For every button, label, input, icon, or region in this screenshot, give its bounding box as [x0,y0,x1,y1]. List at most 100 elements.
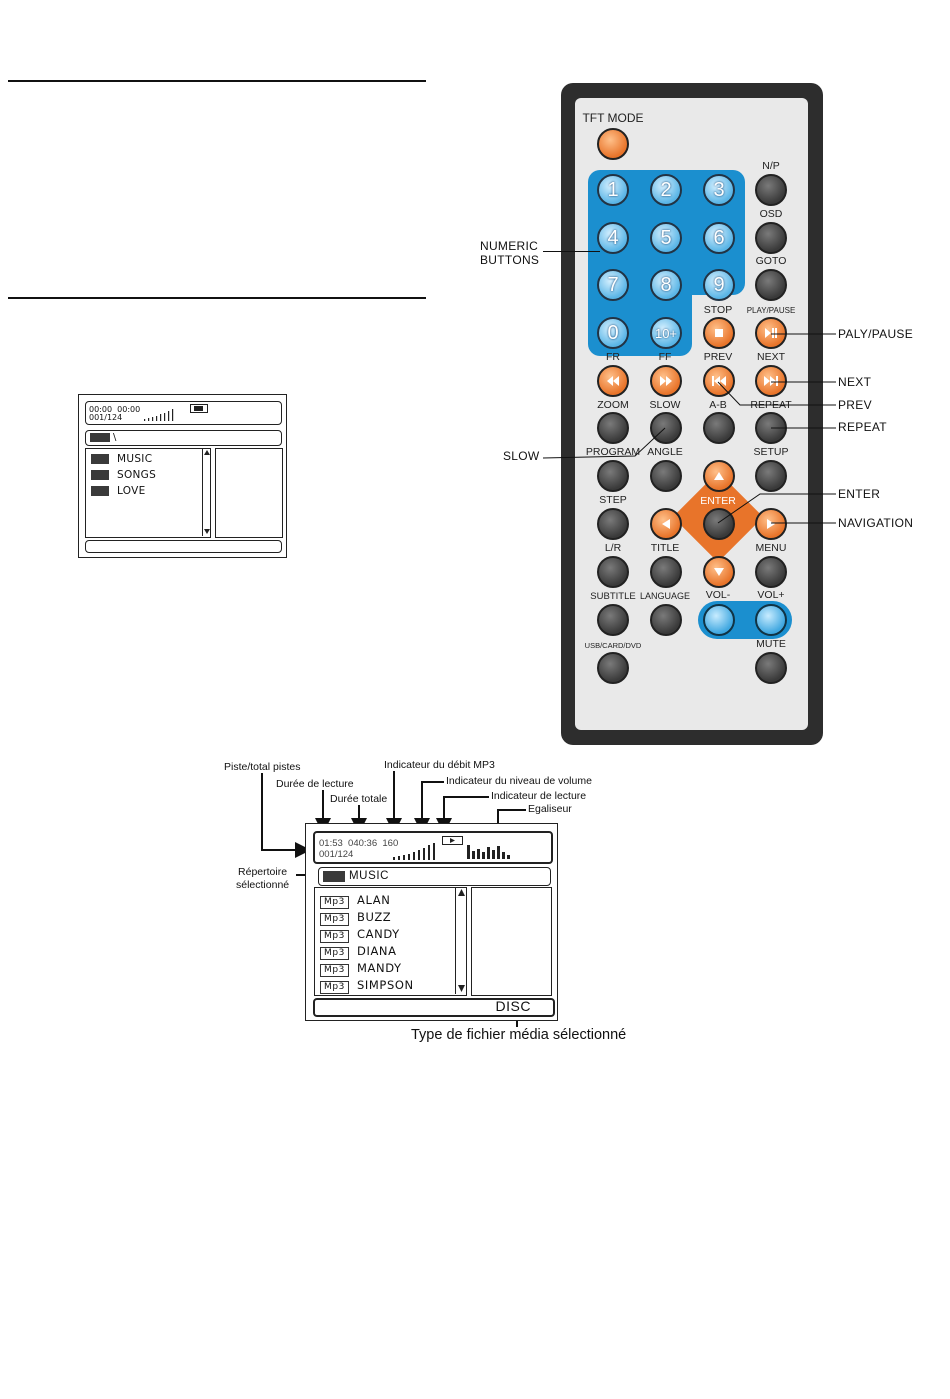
skip-back-icon [712,376,726,386]
angle-label: ANGLE [647,446,683,458]
vol-minus-button[interactable] [703,604,735,636]
folder-item[interactable]: LOVE [91,485,146,497]
ff-label: FF [658,351,672,363]
digit-1-button[interactable]: 1 [597,174,629,206]
media-type-bar [85,540,282,553]
arrow-up-icon [714,472,724,480]
file-list-panel [85,448,211,538]
battery-icon [190,404,208,413]
digit-2-button[interactable]: 2 [650,174,682,206]
angle-button[interactable] [650,460,682,492]
ab-label: A-B [709,399,727,411]
arrow-down-icon [714,568,724,576]
ff-button[interactable] [650,365,682,397]
setup-button[interactable] [755,460,787,492]
scroll-arrows-icon [204,450,210,534]
setup-label: SETUP [753,446,789,458]
slow-button[interactable] [650,412,682,444]
mute-button[interactable] [755,652,787,684]
step-button[interactable] [597,508,629,540]
annotation-piste: Piste/total pistes [224,761,301,773]
usb-card-dvd-button[interactable] [597,652,629,684]
digit-9-button[interactable]: 9 [703,269,735,301]
usb-card-dvd-label: USB/CARD/DVD [584,641,642,650]
subtitle-button[interactable] [597,604,629,636]
folder-item[interactable]: MUSIC [91,453,152,465]
digit-4-button[interactable]: 4 [597,222,629,254]
mp3-tag: Mp3 [320,947,350,960]
stop-label: STOP [703,304,733,316]
np-button[interactable] [755,174,787,206]
file-list-panel [314,887,467,996]
folder-item[interactable]: SONGS [91,469,156,481]
title-button[interactable] [650,556,682,588]
lr-button[interactable] [597,556,629,588]
tft-mode-button[interactable] [597,128,629,160]
mp3-tag: Mp3 [320,896,350,909]
fr-button[interactable] [597,365,629,397]
media-type-bar: DISC [313,998,555,1017]
callout-prev: PREV [838,398,872,412]
mp3-tag: Mp3 [320,913,350,926]
play-pause-button[interactable] [755,317,787,349]
enter-label: ENTER [700,495,736,507]
annotation-lecture: Indicateur de lecture [491,790,587,802]
digit-3-button[interactable]: 3 [703,174,735,206]
vol-minus-label: VOL- [705,589,731,601]
osd-button[interactable] [755,222,787,254]
mp3-tag: Mp3 [320,930,350,943]
stop-icon [715,329,723,337]
path-bar: MUSIC [318,867,551,886]
digit-8-button[interactable]: 8 [650,269,682,301]
annotation-duree-lecture: Durée de lecture [276,778,354,790]
folder-icon [90,433,110,442]
prev-label: PREV [703,351,733,363]
digit-10plus-button[interactable]: 10+ [650,317,682,349]
stop-button[interactable] [703,317,735,349]
digit-6-button[interactable]: 6 [703,222,735,254]
annotation-duree-totale: Durée totale [330,793,388,805]
prev-button[interactable] [703,365,735,397]
play-indicator-icon [442,836,463,845]
ab-button[interactable] [703,412,735,444]
vol-plus-button[interactable] [755,604,787,636]
next-label: NEXT [756,351,786,363]
nav-up-button[interactable] [703,460,735,492]
nav-down-button[interactable] [703,556,735,588]
slow-label: SLOW [649,399,681,411]
digit-0-button[interactable]: 0 [597,317,629,349]
annotation-type-fichier: Type de fichier média sélectionné [411,1027,627,1043]
fr-label: FR [606,351,620,363]
path-bar: \ [85,430,282,446]
language-button[interactable] [650,604,682,636]
menu-label: MENU [755,542,787,554]
menu-button[interactable] [755,556,787,588]
folder-icon [91,486,109,496]
play-pause-icon [765,328,777,338]
mute-label: MUTE [756,638,786,650]
leader-line [543,251,600,252]
digit-7-button[interactable]: 7 [597,269,629,301]
goto-button[interactable] [755,269,787,301]
next-button[interactable] [755,365,787,397]
tft-mode-label: TFT MODE [582,111,644,125]
enter-button[interactable] [703,508,735,540]
zoom-label: ZOOM [597,399,629,411]
nav-right-button[interactable] [755,508,787,540]
program-button[interactable] [597,460,629,492]
path-text: \ [113,432,117,443]
nav-left-button[interactable] [650,508,682,540]
zoom-button[interactable] [597,412,629,444]
digit-5-button[interactable]: 5 [650,222,682,254]
scrollbar[interactable] [455,887,467,994]
status-bar: 00:00 00:00 001/124 [85,401,282,425]
scrollbar[interactable] [202,448,211,536]
status-line-1: 01:53 040:36 160 [319,838,399,849]
